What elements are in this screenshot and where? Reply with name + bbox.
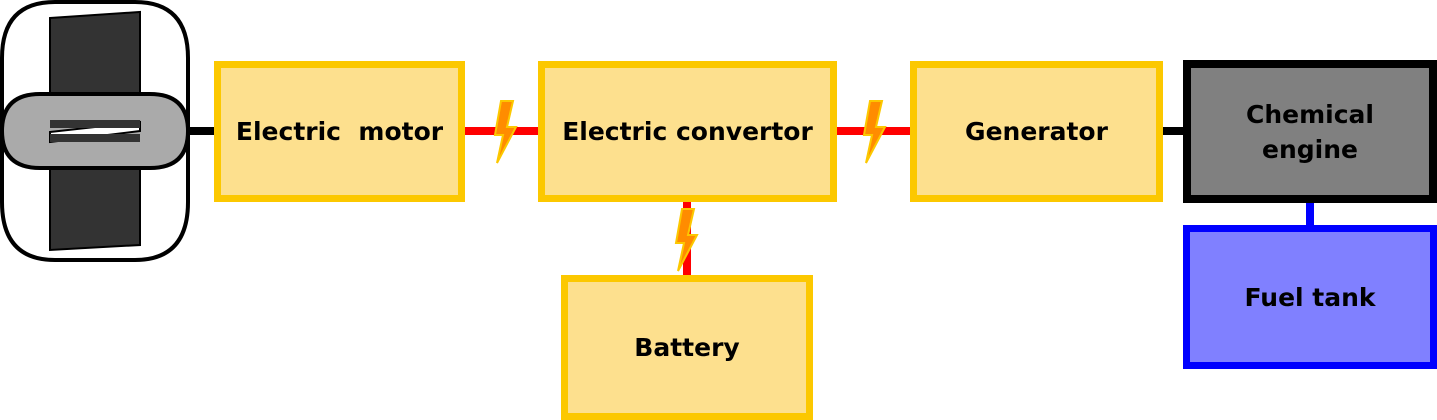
battery-label: Battery xyxy=(634,333,740,362)
generator-block: Generator xyxy=(910,61,1163,202)
electric-convertor-block: Electric convertor xyxy=(538,61,837,202)
lightning-bolt-icon xyxy=(493,100,518,164)
electric-motor-label: Electric motor xyxy=(235,117,444,146)
chemical-engine-label: Chemical engine xyxy=(1246,99,1374,164)
battery-block: Battery xyxy=(561,275,813,420)
electric-convertor-label: Electric convertor xyxy=(562,117,813,146)
electric-motor-block: Electric motor xyxy=(214,61,465,202)
wheel-icon xyxy=(0,0,191,262)
chemical-engine-block: Chemical engine xyxy=(1183,60,1437,203)
fuel-tank-block: Fuel tank xyxy=(1183,225,1437,369)
generator-label: Generator xyxy=(965,117,1108,146)
lightning-bolt-icon xyxy=(674,208,699,272)
lightning-bolt-icon xyxy=(862,100,887,164)
fuel-tank-label: Fuel tank xyxy=(1244,282,1376,312)
